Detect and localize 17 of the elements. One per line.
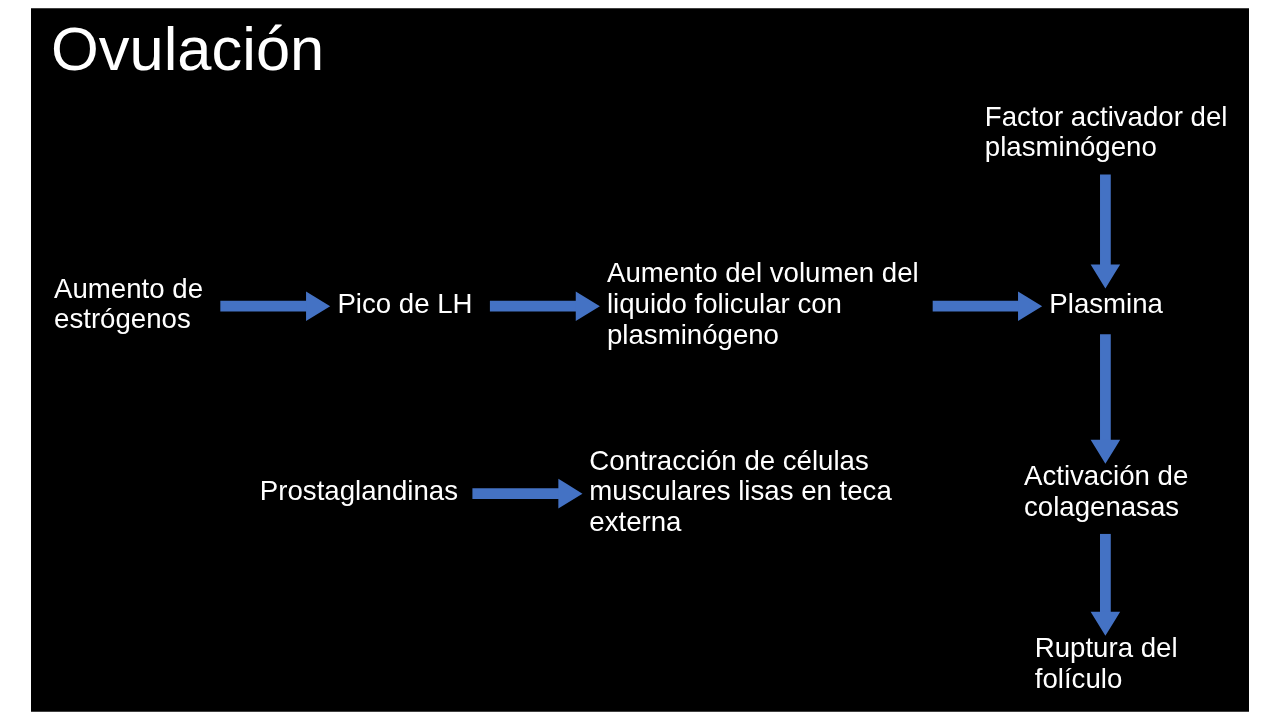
arrow [1090,533,1121,636]
node-text: Ruptura del folículo [1034,632,1178,694]
node-text: Plasmina [1049,288,1163,319]
node-text: Contracción de células musculares lisas en teca externa [589,444,892,538]
arrow [220,291,331,321]
node-text: Prostaglandinas [259,475,458,507]
arrow [1090,174,1121,289]
node-text: Aumento del volumen del liquido folicular con plasminógeno [606,257,919,350]
node-text: Activación de colagenasas [1023,460,1189,522]
arrow [932,291,1043,322]
node-text: Aumento de estrógenos [54,272,204,335]
arrow [489,291,600,321]
node-text: Factor activador del plasminógeno [984,100,1228,163]
arrow [1090,334,1121,464]
arrow [472,478,583,509]
node-text: Pico de LH [337,288,473,319]
diagram-title: Ovulación [51,13,325,83]
